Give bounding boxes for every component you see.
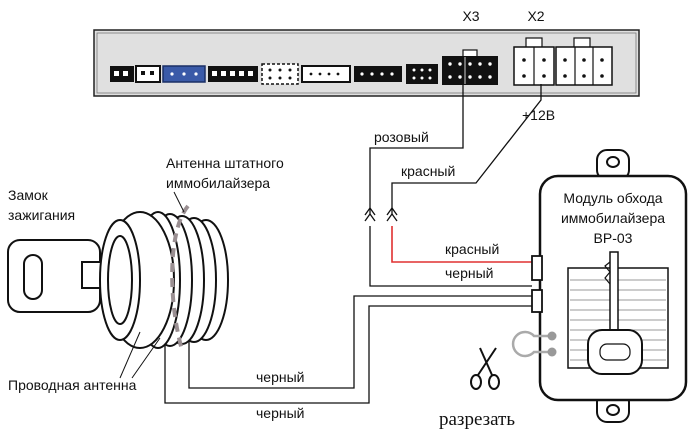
wire-antenna-pointer-2	[131, 337, 161, 379]
std-antenna-label-line2: иммобилайзера	[166, 175, 270, 191]
wire-red-module-label: красный	[445, 241, 499, 257]
plus12v-label: +12В	[522, 107, 555, 123]
wire-black-module-label: черный	[445, 265, 493, 281]
wire-red-top	[391, 84, 542, 215]
wire-black-module	[369, 226, 532, 287]
connector-6	[301, 65, 351, 83]
wires	[164, 84, 542, 404]
connector-1	[110, 66, 134, 82]
connector-5	[261, 63, 299, 85]
wire-black-bottom2	[164, 305, 532, 404]
wire-red-top-label: красный	[401, 163, 455, 179]
connector-7	[354, 66, 402, 82]
wire-pink	[369, 84, 464, 215]
control-unit	[93, 29, 640, 97]
connector-8	[406, 64, 438, 84]
wire-black-bottom1	[188, 295, 532, 389]
wire-red	[391, 226, 532, 263]
connector-blue	[162, 65, 206, 83]
connector-x2	[513, 37, 555, 86]
std-antenna-dashed	[170, 204, 190, 351]
wire-black-bottom2-label: черный	[256, 405, 304, 421]
ignition-label-line2: зажигания	[8, 207, 75, 223]
x3-label: X3	[462, 8, 479, 24]
chevron-markers	[364, 206, 398, 222]
wire-pink-label: розовый	[374, 129, 429, 145]
module-label-line1: Модуль обхода	[563, 190, 662, 206]
scissors-icon	[470, 347, 500, 390]
connector-right	[555, 37, 613, 86]
wire-antenna-pointer-1	[119, 331, 141, 379]
cut-jumper	[511, 330, 557, 358]
module-bp03	[531, 149, 688, 423]
cut-label: разрезать	[439, 409, 515, 430]
std-antenna-pointer	[173, 191, 185, 213]
connector-x3	[442, 49, 498, 85]
wire-antenna-label: Проводная антенна	[8, 377, 137, 393]
module-label-line3: BP-03	[594, 230, 633, 246]
ignition-label-line1: Замок	[8, 187, 49, 203]
connector-2	[135, 65, 161, 83]
antenna-coil	[99, 211, 229, 349]
std-antenna-label-line1: Антенна штатного	[166, 155, 284, 171]
wire-black-bottom1-label: черный	[256, 369, 304, 385]
x2-label: X2	[527, 8, 544, 24]
module-label-line2: иммобилайзера	[561, 210, 665, 226]
connector-4	[208, 66, 258, 82]
